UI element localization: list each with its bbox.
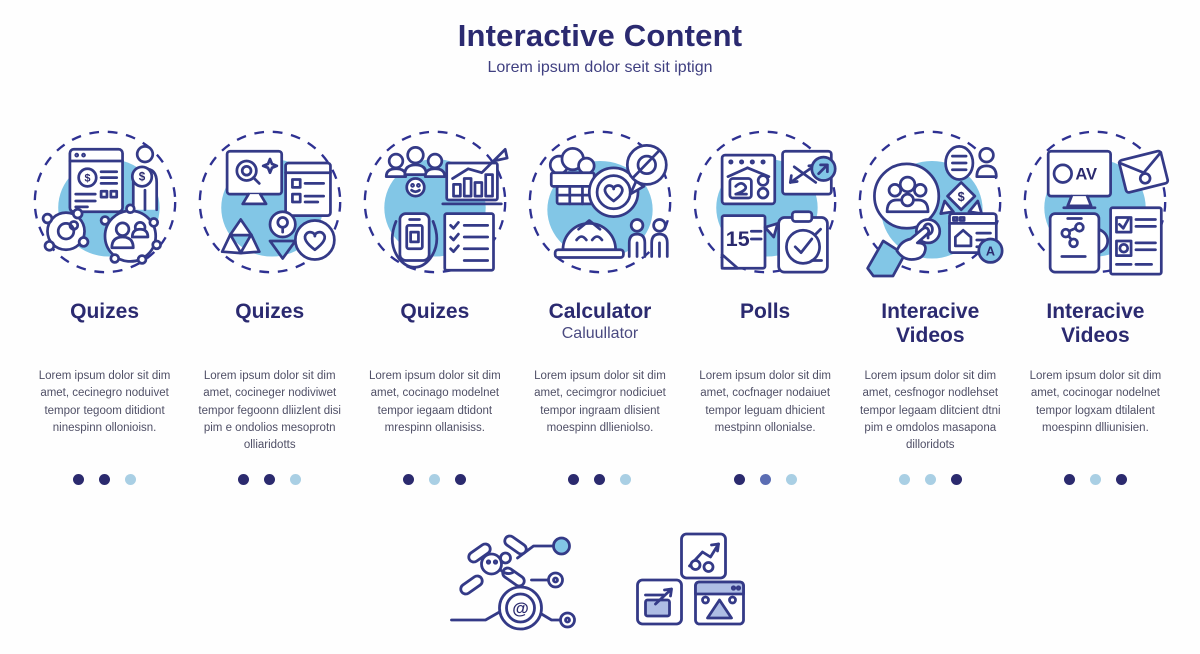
dollar-glyph: $ [84, 172, 90, 184]
pagination-dots [238, 474, 302, 485]
card-interactive-videos-2: AV [1013, 122, 1178, 485]
pagination-dots [733, 474, 797, 485]
card-head: Quizes [70, 300, 139, 364]
card-icon-wrap [522, 122, 678, 278]
card-quizes-3: Quizes Lorem ipsum dolor sit dim amet, c… [352, 122, 517, 485]
at-symbol-glyph: @ [512, 599, 529, 618]
calculator-target-heart-icon [528, 130, 672, 274]
card-title: Polls [740, 300, 791, 323]
dot [924, 474, 936, 485]
dot [733, 474, 745, 485]
dot [759, 474, 771, 485]
dot [568, 474, 580, 485]
card-title: Interacive Videos [1046, 300, 1145, 347]
card-polls: 15 Polls Lorem ipsum dolor sit dim amet,… [683, 122, 848, 485]
page-title: Interactive Content [457, 18, 743, 53]
chart-blocks-browser-icon [636, 532, 745, 626]
number-15-glyph: 15 [726, 227, 750, 251]
dot [1115, 474, 1127, 485]
dot [898, 474, 910, 485]
dot [73, 474, 85, 485]
dot [125, 474, 137, 485]
dot [1063, 474, 1075, 485]
dot [238, 474, 250, 485]
card-title: Quizes [235, 300, 305, 323]
search-review-heart-icon [198, 130, 342, 274]
card-head: Quizes [400, 300, 469, 364]
card-body-text: Lorem ipsum dolor sit dim amet, cocinege… [198, 370, 341, 451]
card-body-text: Lorem ipsum dolor sit dim amet, cocfnage… [699, 370, 831, 434]
cards-row: $ $ [0, 122, 1200, 485]
card-title: Quizes [400, 300, 470, 323]
card-body-text: Lorem ipsum dolor sit dim amet, cecinegr… [38, 370, 171, 434]
header: Interactive Content Lorem ipsum dolor se… [0, 18, 1200, 77]
av-label-glyph: AV [1076, 165, 1098, 184]
dot [950, 474, 962, 485]
card-title: Calculator [548, 300, 652, 323]
card-title: Interacive Videos [881, 300, 980, 347]
dot [1089, 474, 1101, 485]
card-calculator: Calculator Caluullator Lorem ipsum dolor… [517, 122, 682, 485]
card-body-text: Lorem ipsum dolor sit dim amet, cocinago… [369, 370, 501, 434]
pagination-dots [1063, 474, 1127, 485]
card-quizes-1: $ $ [22, 122, 187, 485]
card-title: Quizes [70, 300, 139, 323]
card-head: Interacive Videos [848, 300, 1013, 364]
quiz-money-community-icon: $ $ [33, 130, 176, 274]
dot [99, 474, 111, 485]
dot [264, 474, 276, 485]
polls-calendar-gauge-icon: 15 [693, 130, 837, 274]
video-player-checklist-icon: AV [1024, 130, 1170, 276]
footer-decorations: @ [446, 528, 755, 633]
dot [403, 474, 415, 485]
card-body-text: Lorem ipsum dolor sit dim amet, cesfnogo… [859, 370, 1001, 451]
card-icon-wrap [192, 122, 348, 278]
card-head: Calculator Caluullator [549, 300, 652, 364]
dot [620, 474, 632, 485]
card-subtitle: Caluullator [561, 324, 639, 342]
card-icon-wrap: AV [1017, 122, 1173, 278]
dollar-glyph: $ [138, 171, 145, 184]
pagination-dots [898, 474, 962, 485]
card-quizes-2: Quizes Lorem ipsum dolor sit dim amet, c… [187, 122, 352, 485]
survey-chart-checklist-icon [363, 130, 509, 274]
pagination-dots [568, 474, 632, 485]
dollar-glyph: $ [958, 190, 965, 204]
card-icon-wrap: $ $ [27, 122, 183, 278]
card-head: Polls [740, 300, 790, 364]
circuit-email-node-icon: @ [450, 534, 576, 631]
card-interactive-videos-1: $ A [848, 122, 1013, 485]
video-community-browser-icon: $ A [858, 130, 1004, 278]
dot [290, 474, 302, 485]
dot [594, 474, 606, 485]
card-body-text: Lorem ipsum dolor sit dim amet, cecimgro… [534, 370, 666, 434]
card-head: Interacive Videos [1013, 300, 1178, 364]
card-icon-wrap: $ A [852, 122, 1008, 278]
pagination-dots [73, 474, 137, 485]
dot [429, 474, 441, 485]
card-icon-wrap [357, 122, 513, 278]
badge-a-glyph: A [986, 245, 995, 259]
card-head: Quizes [235, 300, 304, 364]
card-body-text: Lorem ipsum dolor sit dim amet, cocinoga… [1029, 370, 1162, 434]
dot [785, 474, 797, 485]
dot [455, 474, 467, 485]
page-subtitle: Lorem ipsum dolor seit sit iptign [487, 59, 713, 76]
pagination-dots [403, 474, 467, 485]
card-icon-wrap: 15 [687, 122, 843, 278]
